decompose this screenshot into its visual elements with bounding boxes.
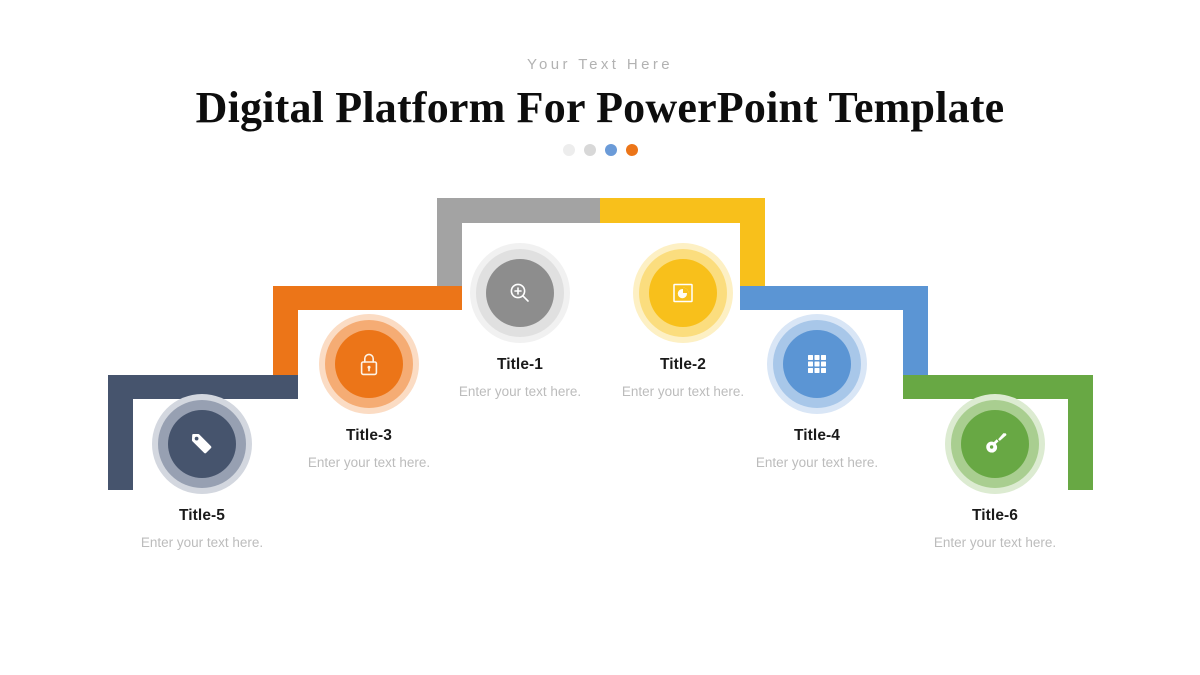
step-node-title-4[interactable]: Title-4 Enter your text here. <box>697 314 937 470</box>
guitar-icon <box>961 410 1029 478</box>
bar-green-vertical <box>1068 375 1093 490</box>
bar-blue-horizontal <box>740 286 928 310</box>
bar-gray-horizontal <box>437 198 603 223</box>
step-node-title-5[interactable]: Title-5 Enter your text here. <box>82 394 322 550</box>
pie-chart-frame-icon <box>649 259 717 327</box>
icon-badge-title-3[interactable] <box>319 314 419 414</box>
dot-4-icon <box>625 144 638 157</box>
icon-badge-title-5[interactable] <box>152 394 252 494</box>
step-node-title-3[interactable]: Title-3 Enter your text here. <box>249 314 489 470</box>
step-caption-title-2: Enter your text here. <box>621 384 745 399</box>
bar-orange-horizontal <box>273 286 462 310</box>
step-node-title-6[interactable]: Title-6 Enter your text here. <box>875 394 1115 550</box>
dot-3-icon <box>604 144 617 157</box>
eyebrow-text: Your Text Here <box>527 56 673 73</box>
dot-1-icon <box>562 144 575 157</box>
icon-badge-title-4[interactable] <box>767 314 867 414</box>
step-node-title-1[interactable]: Title-1 Enter your text here. <box>400 243 640 399</box>
step-caption-title-4: Enter your text here. <box>755 455 879 470</box>
step-caption-title-5: Enter your text here. <box>140 535 264 550</box>
price-tag-icon <box>168 410 236 478</box>
step-title-title-5: Title-5 <box>178 507 226 524</box>
grid-icon <box>783 330 851 398</box>
step-title-title-4: Title-4 <box>793 427 841 444</box>
bar-navy-vertical <box>108 375 133 490</box>
icon-badge-title-6[interactable] <box>945 394 1045 494</box>
step-title-title-6: Title-6 <box>971 507 1019 524</box>
step-caption-title-6: Enter your text here. <box>933 535 1057 550</box>
step-caption-title-3: Enter your text here. <box>307 455 431 470</box>
step-node-title-2[interactable]: Title-2 Enter your text here. <box>563 243 803 399</box>
icon-badge-title-2[interactable] <box>633 243 733 343</box>
step-title-title-2: Title-2 <box>659 356 707 373</box>
step-title-title-3: Title-3 <box>345 427 393 444</box>
lock-icon <box>335 330 403 398</box>
icon-badge-title-1[interactable] <box>470 243 570 343</box>
dot-2-icon <box>583 144 596 157</box>
slide-header: Your Text Here Digital Platform For Powe… <box>0 0 1200 157</box>
dot-decoration <box>0 144 1200 157</box>
bar-yellow-horizontal <box>600 198 765 223</box>
page-title: Digital Platform For PowerPoint Template <box>195 83 1005 132</box>
zoom-in-icon <box>486 259 554 327</box>
step-caption-title-1: Enter your text here. <box>458 384 582 399</box>
step-title-title-1: Title-1 <box>496 356 544 373</box>
